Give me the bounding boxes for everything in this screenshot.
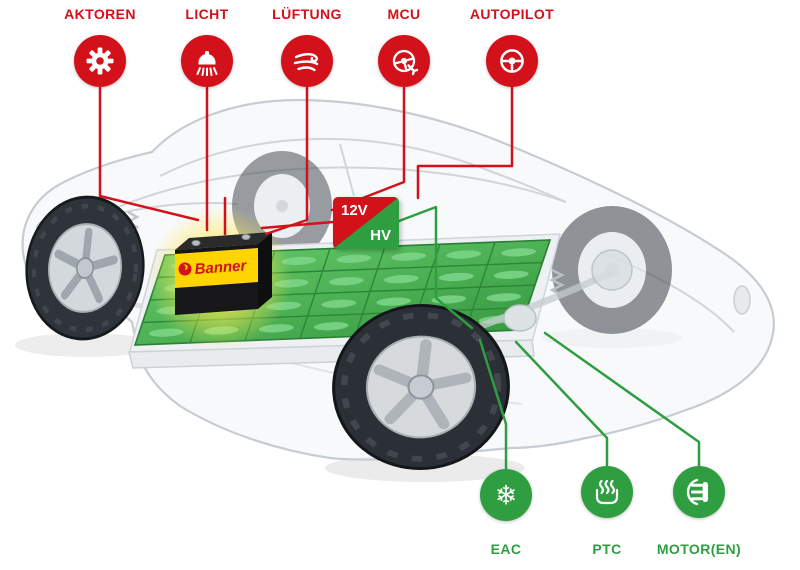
label-ptc: PTC xyxy=(592,541,622,557)
steering-wrench-icon xyxy=(392,49,419,76)
harness-line-ptc xyxy=(514,340,609,467)
svg-text:❄: ❄ xyxy=(495,481,518,512)
lueftung-circle xyxy=(281,35,333,87)
rear-left-wheel xyxy=(332,304,510,470)
e-motor-icon xyxy=(686,478,708,506)
aktoren-circle xyxy=(74,35,126,87)
harness-line-eac xyxy=(478,338,508,470)
ptc-circle xyxy=(581,466,633,518)
label-lueftung: LÜFTUNG xyxy=(272,6,342,22)
battery-brand: Banner xyxy=(194,257,248,278)
light-rays-icon xyxy=(196,51,218,76)
motor-circle xyxy=(673,466,725,518)
tail-lamp xyxy=(733,285,751,315)
harness-line-autopilot xyxy=(416,86,514,200)
harness-line-lueftung xyxy=(264,86,309,236)
harness-line-hv-rail xyxy=(397,205,474,330)
gear-icon xyxy=(86,47,114,75)
label-motor: MOTOR(EN) xyxy=(656,541,742,557)
front-left-wheel xyxy=(25,195,145,341)
starter-battery: Banner xyxy=(175,232,272,315)
airflow-icon xyxy=(293,53,319,72)
steering-wheel-icon xyxy=(500,49,524,73)
label-mcu: MCU xyxy=(387,6,421,22)
badge-hv-text: HV xyxy=(370,227,391,244)
label-autopilot: AUTOPILOT xyxy=(469,6,555,22)
label-eac: EAC xyxy=(490,541,522,557)
licht-circle xyxy=(181,35,233,87)
rear-drivetrain xyxy=(468,249,633,334)
harness-line-motor xyxy=(543,331,701,467)
red-harness-lines xyxy=(98,86,514,236)
heater-icon xyxy=(595,479,619,505)
harness-line-aktoren xyxy=(98,86,200,222)
harness-line-battery-badge xyxy=(260,220,335,230)
label-licht: LICHT xyxy=(185,6,229,22)
badge-12v-text: 12V xyxy=(341,202,368,219)
eac-circle: ❄ xyxy=(480,469,532,521)
snowflake-icon: ❄ xyxy=(495,481,518,512)
voltage-badge: 12V HV xyxy=(333,197,399,249)
label-aktoren: AKTOREN xyxy=(64,6,136,22)
autopilot-circle xyxy=(486,35,538,87)
mcu-circle xyxy=(378,35,430,87)
green-harness-lines xyxy=(397,205,701,470)
